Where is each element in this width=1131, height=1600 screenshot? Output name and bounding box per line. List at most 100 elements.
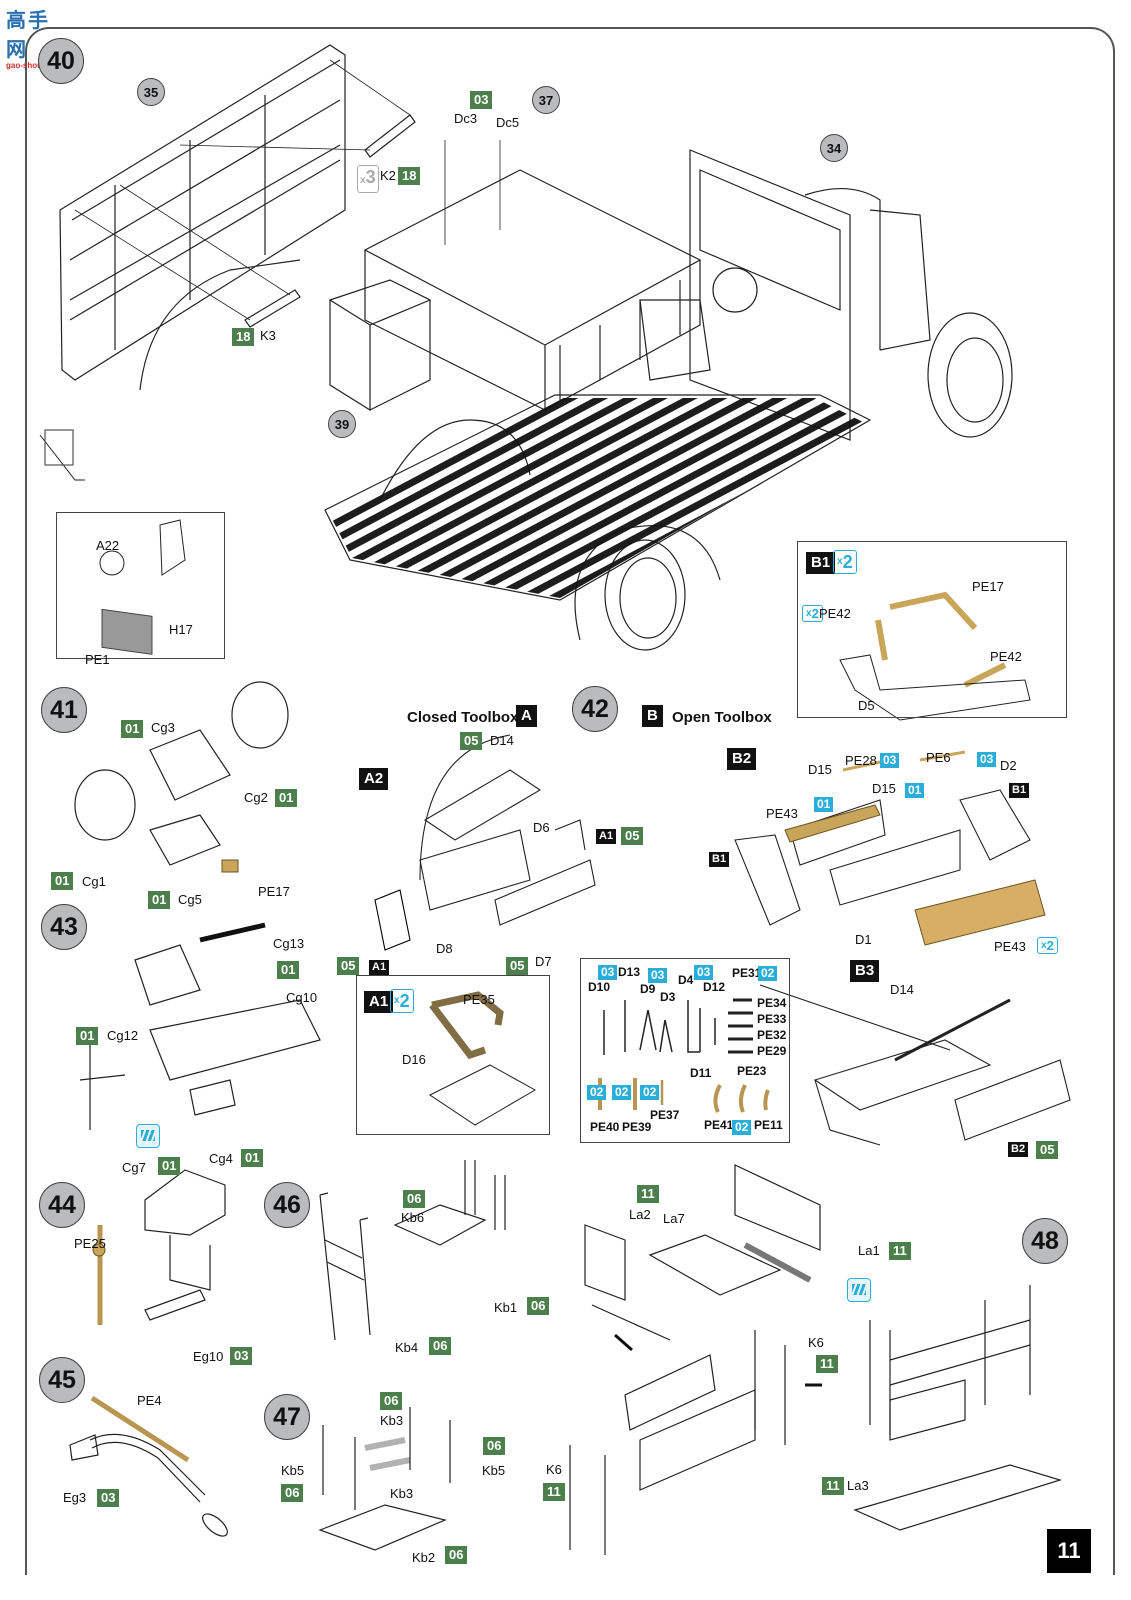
part-label-d12: D12 bbox=[703, 980, 726, 994]
pe42-multiplier-value: 2 bbox=[811, 606, 819, 621]
part-label-pe23: PE23 bbox=[737, 1064, 767, 1078]
part-label-kb3-a: Kb3 bbox=[380, 1413, 404, 1428]
part-label-pe37: PE37 bbox=[650, 1108, 680, 1122]
part-label-d10: D10 bbox=[588, 980, 611, 994]
b1-multiplier-value: 2 bbox=[842, 552, 853, 572]
sprue-badge-d9: 03 bbox=[648, 968, 668, 983]
sprue-badge-cg2: 01 bbox=[275, 789, 298, 807]
inset-b1 bbox=[797, 541, 1067, 718]
striped-floor bbox=[330, 398, 865, 598]
part-label-pe6: PE6 bbox=[926, 750, 951, 765]
part-label-cg4: Cg4 bbox=[209, 1151, 233, 1166]
part-label-dc3: Dc3 bbox=[454, 111, 478, 126]
part-label-pe33: PE33 bbox=[757, 1012, 787, 1026]
part-label-d8: D8 bbox=[436, 941, 453, 956]
sprue-badge-la1: 11 bbox=[889, 1242, 911, 1260]
step-41-badge: 41 bbox=[41, 687, 87, 733]
part-label-d7: D7 bbox=[535, 954, 552, 969]
part-label-pe34: PE34 bbox=[757, 996, 787, 1010]
sprue-badge-la3: 11 bbox=[822, 1477, 844, 1495]
d16-drawing bbox=[429, 1064, 537, 1126]
sprue-badge-k3: 18 bbox=[232, 328, 255, 346]
pe42-multiplier: x2 bbox=[802, 605, 823, 622]
sprue-badge-a1: 05 bbox=[621, 827, 644, 845]
a1-multiplier: x2 bbox=[390, 989, 414, 1013]
pe43-panel bbox=[914, 879, 1046, 946]
bench-vise-drawing bbox=[144, 1169, 226, 1321]
watermark-en: gao-shou.com bbox=[6, 61, 61, 70]
b2-callout: B2 bbox=[1008, 1142, 1029, 1157]
b1-callout-left: B1 bbox=[709, 852, 730, 867]
sprue-badge-pe41: 02 bbox=[732, 1120, 752, 1135]
part-label-d15-a: D15 bbox=[808, 762, 832, 777]
sprue-badge-extra: 05 bbox=[337, 957, 360, 975]
sub-assembly-35: 35 bbox=[137, 78, 165, 106]
closed-toolbox-title: Closed Toolbox bbox=[407, 709, 519, 726]
closed-toolbox-drawing bbox=[374, 734, 596, 951]
part-label-pe42-a: PE42 bbox=[819, 606, 851, 621]
page-number: 11 bbox=[1047, 1529, 1091, 1573]
pe43-multiplier-value: 2 bbox=[1046, 938, 1054, 953]
sprue-badge-cg13: 01 bbox=[277, 961, 300, 979]
part-label-la7: La7 bbox=[663, 1211, 685, 1226]
part-label-d13: D13 bbox=[618, 965, 641, 979]
sprue-badge-pe40: 02 bbox=[587, 1085, 607, 1100]
side-panel-drawing bbox=[59, 44, 346, 391]
watermark-cn: 高手网 bbox=[6, 10, 50, 61]
pe43-multiplier: x2 bbox=[1037, 937, 1058, 954]
hacksaw-drawing bbox=[69, 1433, 228, 1537]
sprue-badge-k2: 18 bbox=[398, 167, 421, 185]
sprue-badge-kb2: 06 bbox=[445, 1546, 468, 1564]
step-44-badge: 44 bbox=[39, 1182, 85, 1228]
b3-badge: B3 bbox=[850, 960, 880, 982]
sprue-badge-eg10: 03 bbox=[230, 1347, 253, 1365]
option-a-badge: A bbox=[516, 705, 537, 727]
sprue-badge-kb4: 06 bbox=[429, 1337, 452, 1355]
part-label-pe17-b1: PE17 bbox=[972, 579, 1004, 594]
sprue-badge-d15-a: 01 bbox=[814, 797, 834, 812]
part-label-d9: D9 bbox=[640, 982, 656, 996]
inset-license-plate bbox=[56, 512, 225, 659]
part-label-d2: D2 bbox=[1000, 758, 1017, 773]
sprue-badge-d4: 03 bbox=[694, 965, 714, 980]
sprue-badge-cg1: 01 bbox=[51, 872, 74, 890]
sprue-badge-cg12: 01 bbox=[76, 1027, 99, 1045]
step-45-badge: 45 bbox=[39, 1357, 85, 1403]
part-label-d14-b3: D14 bbox=[890, 982, 914, 997]
part-label-k6-right: K6 bbox=[808, 1335, 824, 1350]
part-label-la1: La1 bbox=[858, 1243, 880, 1258]
sprue-badge-cg7: 01 bbox=[158, 1157, 181, 1175]
tools-drawing bbox=[603, 1000, 716, 1055]
part-label-cg10: Cg10 bbox=[286, 990, 318, 1005]
workbench-drawing bbox=[569, 1164, 1063, 1555]
part-label-pe29: PE29 bbox=[757, 1044, 787, 1058]
sprue-badge-dc3: 03 bbox=[470, 91, 493, 109]
part-label-d1: D1 bbox=[855, 932, 872, 947]
part-label-kb2: Kb2 bbox=[412, 1550, 436, 1565]
step-48-badge: 48 bbox=[1022, 1218, 1068, 1264]
sprue-badge-d2: 03 bbox=[977, 752, 997, 767]
sprue-badge-d14: 05 bbox=[460, 732, 483, 750]
multiplier-k2-value: 3 bbox=[365, 167, 376, 187]
a1-callout-left: A1 bbox=[369, 960, 390, 975]
sub-assembly-39: 39 bbox=[328, 410, 356, 438]
a2-badge: A2 bbox=[359, 768, 389, 790]
part-label-eg10: Eg10 bbox=[193, 1349, 224, 1364]
part-label-cg5: Cg5 bbox=[178, 892, 202, 907]
part-label-la2: La2 bbox=[629, 1207, 651, 1222]
option-b-badge: B bbox=[642, 705, 663, 727]
vise-drawing bbox=[79, 922, 321, 1130]
step-43-badge: 43 bbox=[41, 904, 87, 950]
part-label-d11: D11 bbox=[690, 1066, 712, 1080]
open-toolbox-assembled-drawing bbox=[759, 984, 1071, 1146]
sprue-badge-kb5-left: 06 bbox=[281, 1484, 304, 1502]
a1-badge: A1 bbox=[364, 991, 394, 1013]
part-label-d3: D3 bbox=[660, 990, 676, 1004]
part-label-pe43-b: PE43 bbox=[994, 939, 1026, 954]
pe4-blade bbox=[90, 1395, 190, 1463]
cabinet-drawing bbox=[328, 169, 702, 412]
part-label-pe4: PE4 bbox=[137, 1393, 162, 1408]
sprue-badge-la2: 11 bbox=[637, 1185, 659, 1203]
part-label-d4: D4 bbox=[678, 973, 694, 987]
roller-k3 bbox=[244, 289, 301, 328]
